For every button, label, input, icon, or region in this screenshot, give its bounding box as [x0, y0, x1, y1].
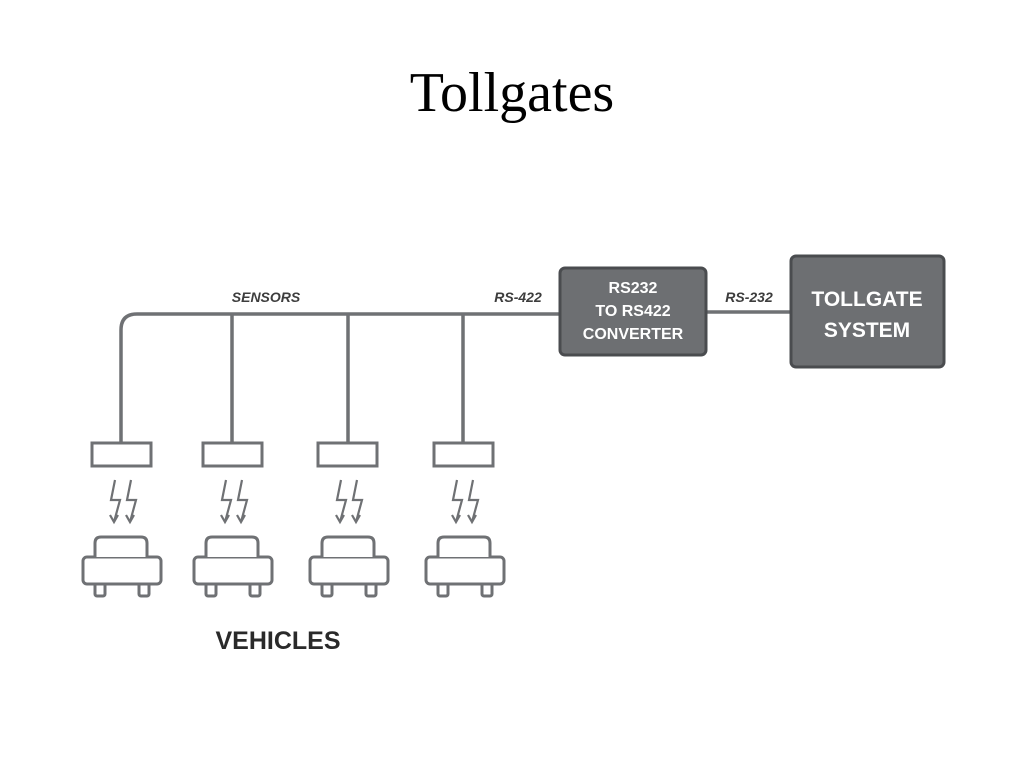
- vehicle-icon: [81, 535, 163, 598]
- vehicles-label: VEHICLES: [215, 627, 340, 655]
- vehicle-icon: [424, 535, 506, 598]
- rs232-label: RS-232: [725, 289, 773, 305]
- sensors-label: SENSORS: [232, 289, 301, 305]
- vehicle-icon: [308, 535, 390, 598]
- converter-label-line-2: TO RS422: [595, 303, 670, 320]
- converter-label-line-1: RS232: [609, 280, 658, 297]
- converter-label-line-3: CONVERTER: [583, 326, 684, 343]
- sensor-3: [316, 441, 379, 468]
- sensor-4: [432, 441, 495, 468]
- signal-icon: [335, 479, 364, 525]
- tollgate-label-line-1: TOLLGATE: [811, 288, 922, 311]
- signal-icon: [109, 479, 138, 525]
- tollgate-label-line-2: SYSTEM: [824, 319, 910, 342]
- sensor-2: [201, 441, 264, 468]
- tollgate-system-box: TOLLGATE SYSTEM: [789, 254, 946, 369]
- converter-box: RS232 TO RS422 CONVERTER: [558, 266, 708, 357]
- sensor-1: [90, 441, 153, 468]
- sensor-bus-line: [119, 312, 560, 443]
- vehicle-icon: [192, 535, 274, 598]
- rs422-label: RS-422: [494, 289, 542, 305]
- signal-icon: [220, 479, 249, 525]
- signal-icon: [451, 479, 480, 525]
- slide-title: Tollgates: [409, 62, 615, 124]
